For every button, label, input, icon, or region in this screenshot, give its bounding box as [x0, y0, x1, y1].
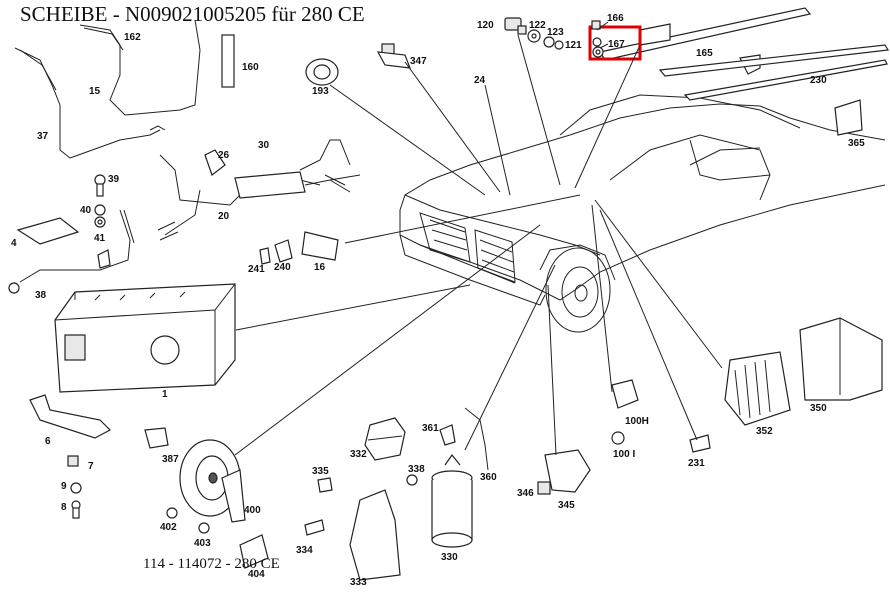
label-230: 230	[810, 75, 827, 86]
label-30: 30	[258, 140, 270, 151]
label-330: 330	[441, 552, 458, 563]
label-123: 123	[547, 27, 564, 38]
part-165-strip	[599, 7, 812, 61]
label-6: 6	[45, 436, 51, 447]
horn	[166, 439, 269, 569]
trim-strips	[599, 7, 889, 101]
label-403: 403	[194, 538, 211, 549]
label-167: 167	[608, 39, 625, 50]
label-346: 346	[517, 488, 534, 499]
label-241: 241	[248, 264, 265, 275]
label-41: 41	[94, 233, 106, 244]
label-8: 8	[61, 502, 67, 513]
part-labels: 162 15 37 160 39 40 41 4 38 20 26 30 241…	[11, 13, 865, 588]
label-360: 360	[480, 472, 497, 483]
label-352: 352	[756, 426, 773, 437]
label-334: 334	[296, 545, 313, 556]
label-39: 39	[108, 174, 120, 185]
label-38: 38	[35, 290, 47, 301]
label-404: 404	[248, 569, 265, 580]
label-240: 240	[274, 262, 291, 273]
label-1: 1	[162, 389, 168, 400]
diagram-footer: 114 - 114072 - 280 CE	[143, 556, 280, 572]
label-120: 120	[477, 20, 494, 31]
label-4: 4	[11, 238, 17, 249]
label-387: 387	[162, 454, 179, 465]
label-166: 166	[607, 13, 624, 24]
label-335: 335	[312, 466, 329, 477]
label-338: 338	[408, 464, 425, 475]
label-9: 9	[61, 481, 67, 492]
label-122: 122	[529, 20, 546, 31]
label-193: 193	[312, 86, 329, 97]
label-37: 37	[37, 131, 49, 142]
diagram-title: SCHEIBE - N009021005205 für 280 CE	[20, 2, 365, 26]
label-121: 121	[565, 40, 582, 51]
label-162: 162	[124, 32, 141, 43]
leader-lines	[234, 21, 723, 456]
label-402: 402	[160, 522, 177, 533]
label-400: 400	[244, 505, 261, 516]
battery	[54, 283, 236, 393]
label-365: 365	[848, 138, 865, 149]
label-160: 160	[242, 62, 259, 73]
label-333: 333	[350, 577, 367, 588]
label-15: 15	[89, 86, 101, 97]
left-cables	[8, 19, 361, 294]
car-body	[399, 94, 886, 333]
label-332: 332	[350, 449, 367, 460]
part-167-highlight	[588, 25, 642, 61]
label-24: 24	[474, 75, 486, 86]
ignition-parts	[304, 407, 489, 581]
right-parts	[537, 99, 883, 495]
label-100I: 100 I	[613, 449, 635, 460]
part-230-strip-lower	[683, 59, 888, 101]
label-7: 7	[88, 461, 94, 472]
left-hardware	[16, 174, 339, 519]
label-26: 26	[218, 150, 230, 161]
label-100H: 100H	[625, 416, 649, 427]
label-40: 40	[80, 205, 92, 216]
label-361: 361	[422, 423, 439, 434]
label-231: 231	[688, 458, 705, 469]
label-165: 165	[696, 48, 713, 59]
top-hardware	[305, 17, 604, 86]
label-20: 20	[218, 211, 230, 222]
label-16: 16	[314, 262, 326, 273]
label-347: 347	[410, 56, 427, 67]
label-350: 350	[810, 403, 827, 414]
label-345: 345	[558, 500, 575, 511]
part-230-strip	[658, 44, 889, 77]
